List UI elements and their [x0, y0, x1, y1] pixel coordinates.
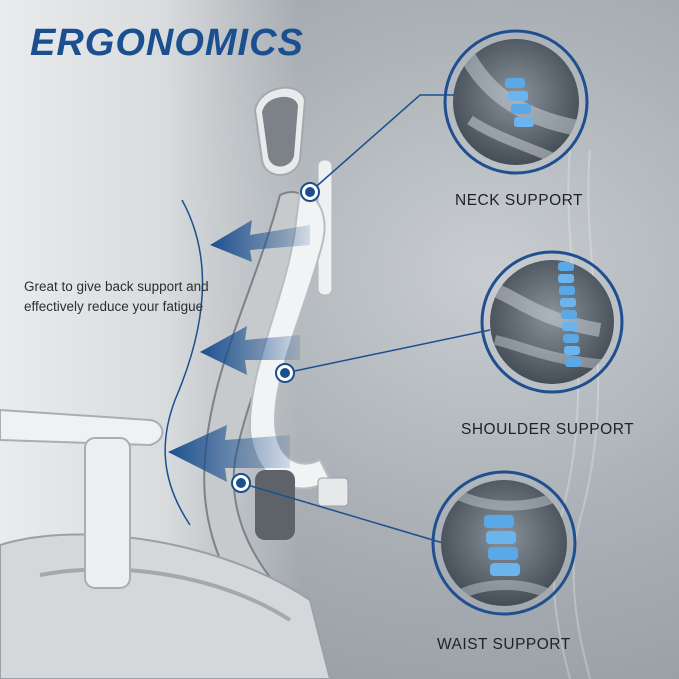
arrow-upper [210, 220, 310, 262]
neck-support-label: NECK SUPPORT [455, 192, 584, 209]
back-curve-line [164, 199, 204, 526]
shoulder-support-label: SHOULDER SUPPORT [461, 421, 635, 438]
arrow-lower [168, 425, 290, 482]
support-description: Great to give back support and effective… [24, 279, 209, 314]
chair-illustration [0, 86, 349, 679]
leader-lines [240, 94, 491, 544]
anchor-dots [231, 182, 320, 493]
waist-support-label: WAIST SUPPORT [437, 636, 571, 653]
arrow-middle [200, 326, 300, 375]
support-arrows [168, 220, 310, 482]
cervical-spine-xray-icon [443, 29, 589, 175]
lumbar-spine-xray-icon [431, 470, 577, 616]
thoracic-spine-xray-icon [480, 250, 624, 394]
background-spine-icon [552, 149, 600, 679]
page-title: ERGONOMICS [30, 22, 304, 64]
